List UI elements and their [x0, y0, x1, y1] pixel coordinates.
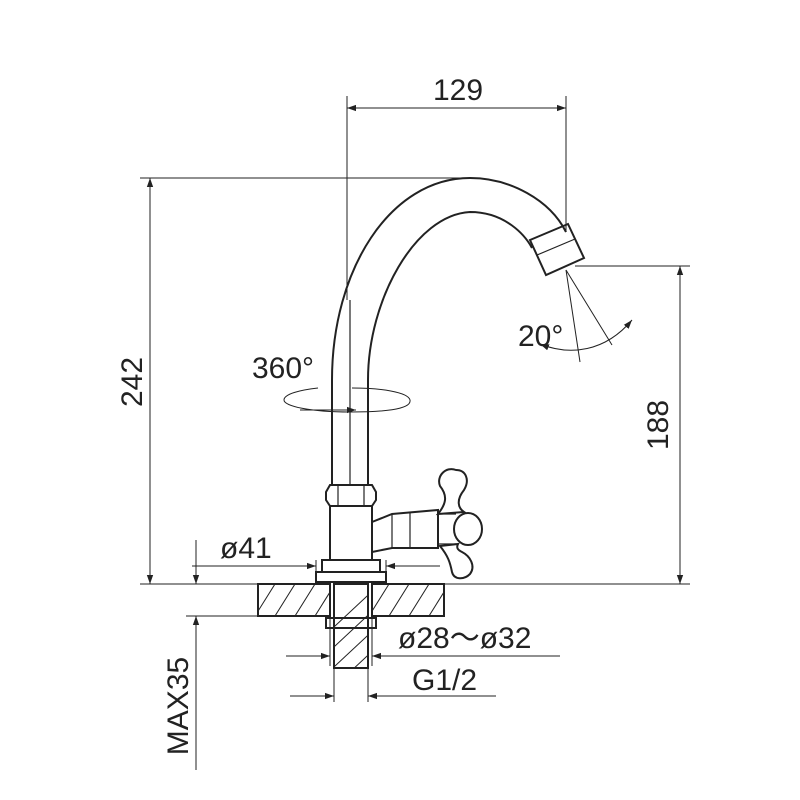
cross-handle	[371, 468, 483, 580]
label-thread: G1/2	[412, 664, 477, 697]
label-rotation-360: 360°	[252, 352, 314, 385]
angle-20: 20°	[518, 269, 633, 363]
dimension-diameter-41: ø41	[192, 532, 440, 572]
dimension-hole-diameter: ø28～ø32	[286, 616, 560, 666]
threaded-shank	[325, 583, 377, 669]
aerator-nozzle	[528, 222, 586, 277]
dimension-width-129: 129	[346, 74, 567, 300]
hex-nut	[325, 484, 377, 507]
label-hole-diameter: ø28～ø32	[398, 622, 531, 655]
dimension-height-188: 188	[444, 265, 690, 585]
label-width-129: 129	[433, 74, 483, 107]
rotation-360: 360°	[252, 352, 411, 414]
faucet-spout	[331, 176, 567, 485]
dimension-max-thickness: MAX35	[162, 540, 258, 770]
label-height-242: 242	[116, 357, 149, 407]
label-diameter-41: ø41	[220, 532, 272, 565]
valve-body	[315, 505, 387, 583]
label-max-thickness: MAX35	[162, 657, 195, 755]
dimension-thread: G1/2	[290, 664, 496, 702]
label-height-188: 188	[642, 400, 675, 450]
label-angle-20: 20°	[518, 320, 563, 353]
countertop-section	[257, 583, 445, 617]
